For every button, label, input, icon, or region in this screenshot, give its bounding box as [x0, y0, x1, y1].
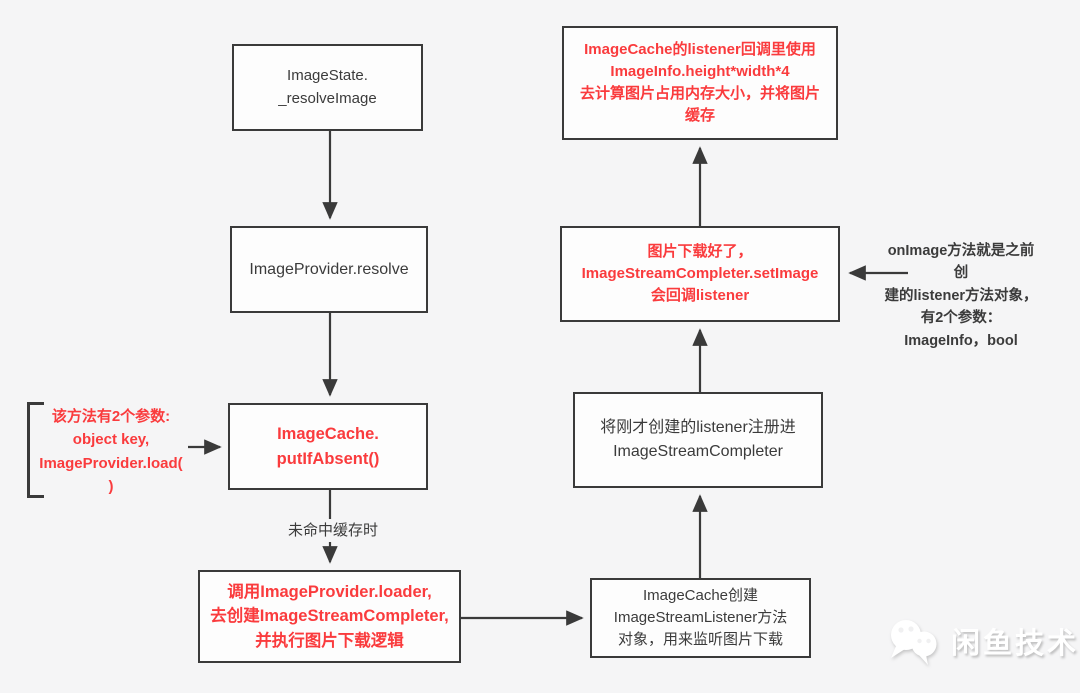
node-image-state: ImageState. _resolveImage	[232, 44, 423, 131]
note-onimage-params: onImage方法就是之前创 建的listener方法对象， 有2个参数： Im…	[884, 243, 1038, 349]
watermark-text: 闲鱼技术	[951, 628, 1080, 660]
edge-label-cache-miss: 未命中缓存时	[284, 519, 383, 542]
node-create-listener: ImageCache创建 ImageStreamListener方法 对象，用来…	[590, 578, 811, 658]
node-register-listener: 将刚才创建的listener注册进 ImageStreamCompleter	[573, 392, 823, 488]
watermark: 闲鱼技术	[886, 616, 1079, 666]
node-provider-resolve: ImageProvider.resolve	[230, 226, 428, 313]
node-cache-memory-calc-label: ImageCache的listener回调里使用 ImageInfo.heigh…	[579, 40, 820, 125]
node-provider-resolve-label: ImageProvider.resolve	[249, 260, 409, 278]
node-cache-put-if-absent-label: ImageCache. putIfAbsent()	[276, 425, 380, 468]
left-bracket-shape	[27, 402, 44, 498]
note-putifabsent-params: 该方法有2个参数: object key, ImageProvider.load…	[39, 408, 183, 495]
node-cache-put-if-absent: ImageCache. putIfAbsent()	[228, 403, 428, 490]
node-call-loader: 调用ImageProvider.loader, 去创建ImageStreamCo…	[198, 570, 461, 663]
node-cache-memory-calc: ImageCache的listener回调里使用 ImageInfo.heigh…	[562, 26, 838, 140]
node-set-image-callback-label: 图片下载好了， ImageStreamCompleter.setImage 会回…	[581, 242, 819, 305]
node-call-loader-label: 调用ImageProvider.loader, 去创建ImageStreamCo…	[210, 582, 449, 650]
node-register-listener-label: 将刚才创建的listener注册进 ImageStreamCompleter	[600, 419, 796, 460]
node-create-listener-label: ImageCache创建 ImageStreamListener方法 对象，用来…	[613, 586, 788, 649]
chat-bubbles-icon	[891, 620, 937, 665]
node-set-image-callback: 图片下载好了， ImageStreamCompleter.setImage 会回…	[560, 226, 840, 322]
node-image-state-label: ImageState. _resolveImage	[278, 67, 377, 107]
